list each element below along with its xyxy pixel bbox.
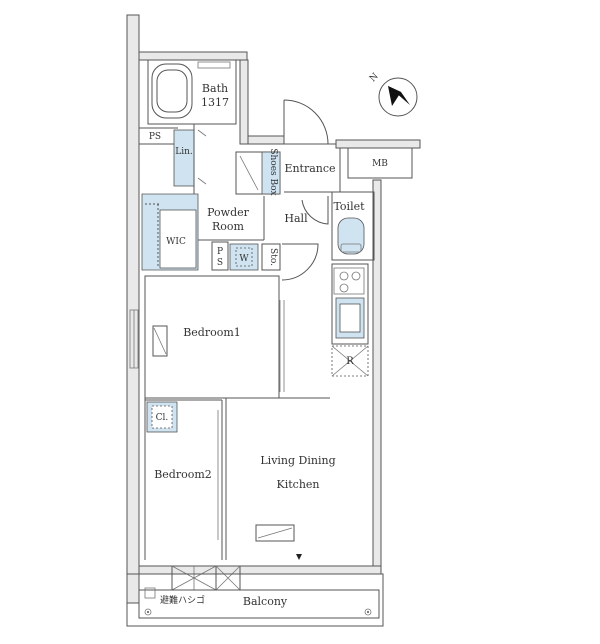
kitchen: R: [331, 263, 369, 377]
ps-small-label-2: S: [217, 258, 223, 268]
mb-label: MB: [372, 159, 388, 169]
entrance: Entrance: [283, 99, 340, 193]
washer-label: W: [239, 254, 249, 264]
entrance-label: Entrance: [284, 162, 335, 175]
escape-ladder-label: 避難ハシゴ: [160, 594, 205, 606]
living-dining-kitchen: Living Dining Kitchen: [225, 397, 336, 560]
shoes-box: Shoes Box: [235, 148, 281, 196]
toilet: Toilet: [301, 191, 375, 261]
bath: Bath 1317: [147, 59, 237, 125]
meter-box: MB: [335, 139, 421, 192]
balcony: 避難ハシゴ Balcony: [126, 573, 384, 627]
closet-label: Cl.: [156, 413, 169, 423]
compass-icon: N: [368, 71, 418, 117]
refrigerator-label: R: [346, 356, 354, 367]
linen-closet: Lin.: [173, 129, 195, 187]
ps-top-label: PS: [149, 132, 161, 142]
closet: Cl.: [146, 401, 178, 433]
ldk-label-2: Kitchen: [277, 478, 320, 491]
ldk-label-1: Living Dining: [260, 454, 335, 467]
balcony-label: Balcony: [243, 595, 288, 608]
wic-label: WIC: [166, 237, 186, 247]
shoes-box-label: Shoes Box: [268, 148, 278, 195]
walk-in-closet: WIC: [141, 193, 199, 271]
bedroom2-label: Bedroom2: [154, 468, 212, 481]
washer: W: [229, 243, 259, 271]
hall: Hall: [281, 212, 319, 281]
ps-small: P S: [211, 241, 229, 271]
bedroom1: Bedroom1: [129, 275, 285, 399]
powder-room: Powder Room: [194, 196, 265, 241]
bedroom2: Bedroom2: [144, 398, 223, 560]
toilet-label: Toilet: [333, 200, 365, 213]
storage: Sto.: [261, 243, 281, 271]
ps-top: PS: [139, 127, 178, 145]
sto-label: Sto.: [268, 248, 278, 266]
powder-room-label-1: Powder: [207, 206, 250, 219]
powder-room-label-2: Room: [212, 220, 245, 233]
hall-label: Hall: [284, 212, 308, 225]
compass-north-label: N: [368, 71, 381, 84]
bath-size-label: 1317: [201, 96, 229, 109]
balcony-windows: [171, 565, 241, 591]
ps-small-label-1: P: [217, 247, 223, 257]
bedroom1-label: Bedroom1: [183, 326, 241, 339]
lin-label: Lin.: [175, 147, 193, 157]
bath-label: Bath: [202, 82, 228, 95]
